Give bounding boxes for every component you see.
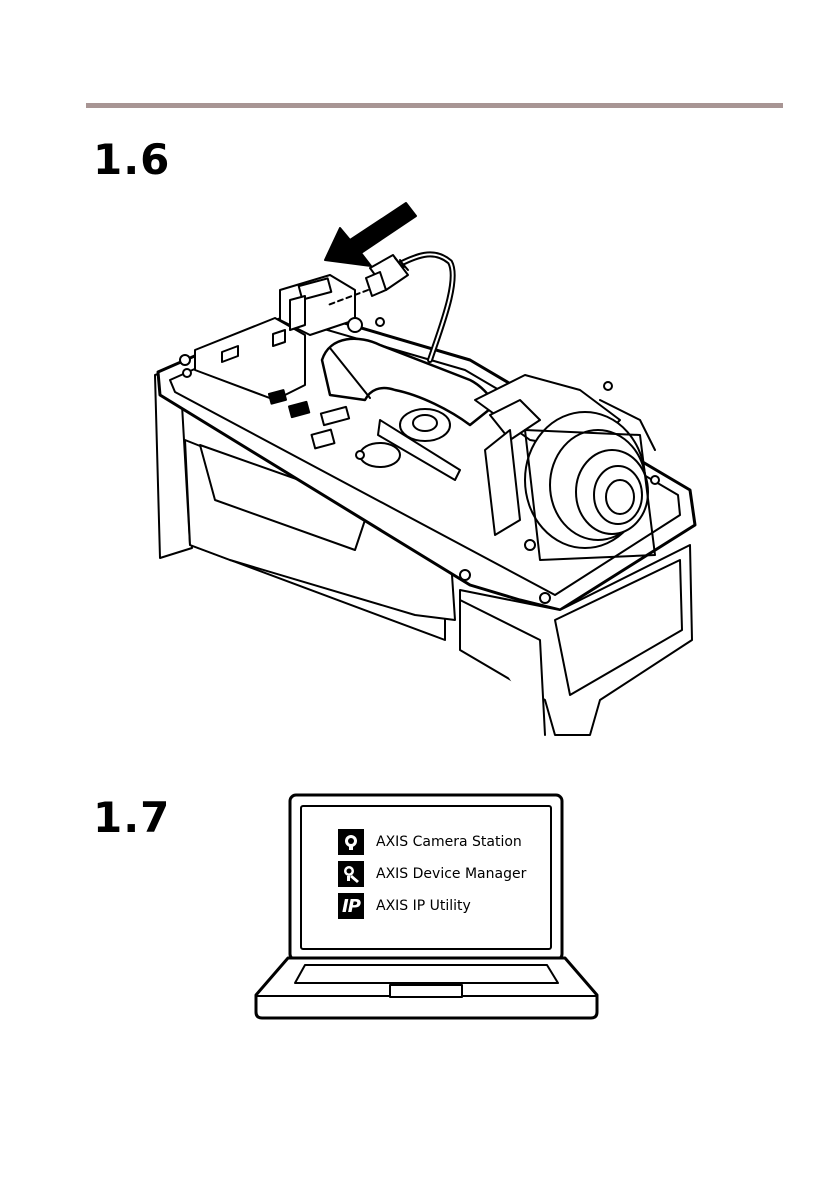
laptop-touchpad bbox=[390, 985, 462, 997]
ip-utility-icon: IP bbox=[338, 893, 364, 919]
list-item-ip-utility: IP AXIS IP Utility bbox=[338, 890, 526, 922]
software-label: AXIS IP Utility bbox=[376, 898, 471, 914]
software-label: AXIS Camera Station bbox=[376, 834, 522, 850]
software-list: AXIS Camera Station AXIS Device Manager … bbox=[338, 826, 526, 922]
camera-station-icon bbox=[338, 829, 364, 855]
list-item-camera-station: AXIS Camera Station bbox=[338, 826, 526, 858]
software-label: AXIS Device Manager bbox=[376, 866, 526, 882]
laptop-keyboard bbox=[295, 965, 558, 983]
device-manager-icon bbox=[338, 861, 364, 887]
list-item-device-manager: AXIS Device Manager bbox=[338, 858, 526, 890]
